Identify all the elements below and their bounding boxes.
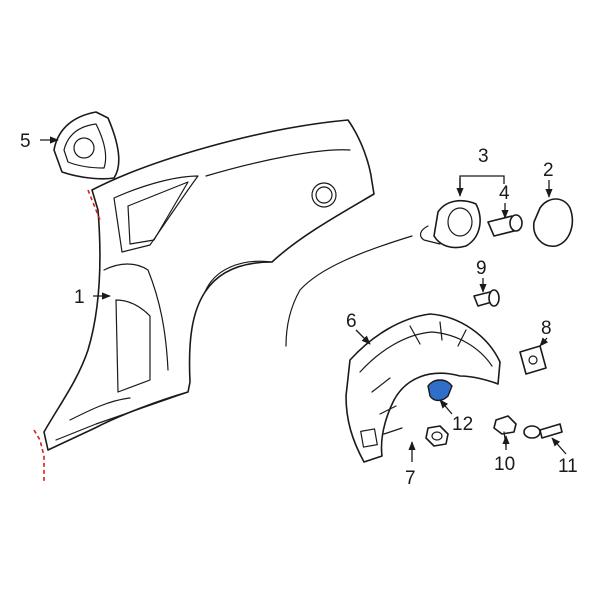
highlighted-clip[interactable] xyxy=(427,379,453,402)
callout-1: 1 xyxy=(74,287,85,308)
callout-6: 6 xyxy=(346,311,357,332)
callout-9: 9 xyxy=(476,258,487,279)
wheel-house-liner[interactable] xyxy=(345,313,501,463)
clip-nut[interactable] xyxy=(519,345,547,375)
cut-line-lower xyxy=(33,429,45,484)
quarter-panel[interactable] xyxy=(43,119,375,451)
callout-10: 10 xyxy=(494,454,515,475)
leader-6 xyxy=(355,329,371,345)
callout-12: 12 xyxy=(452,414,473,435)
fuel-door-assembly[interactable] xyxy=(285,199,481,347)
cut-line-upper xyxy=(87,189,101,221)
fuel-door-spring[interactable] xyxy=(487,214,523,237)
bolt[interactable] xyxy=(523,423,563,439)
leader-12 xyxy=(439,399,453,415)
callout-7: 7 xyxy=(405,468,416,489)
callout-3: 3 xyxy=(478,146,489,167)
callout-2: 2 xyxy=(543,160,554,181)
screw[interactable] xyxy=(493,415,517,447)
callout-11: 11 xyxy=(558,456,578,477)
fuel-door-housing[interactable] xyxy=(53,111,120,180)
callout-5: 5 xyxy=(20,131,31,152)
leader-11 xyxy=(551,437,567,455)
nut[interactable] xyxy=(425,425,449,447)
leader-3 xyxy=(459,175,505,194)
callout-8: 8 xyxy=(541,318,552,339)
callout-4: 4 xyxy=(499,183,510,204)
fuel-door-cover[interactable] xyxy=(532,198,574,247)
push-clip[interactable] xyxy=(473,289,500,307)
leader-8 xyxy=(539,337,549,347)
